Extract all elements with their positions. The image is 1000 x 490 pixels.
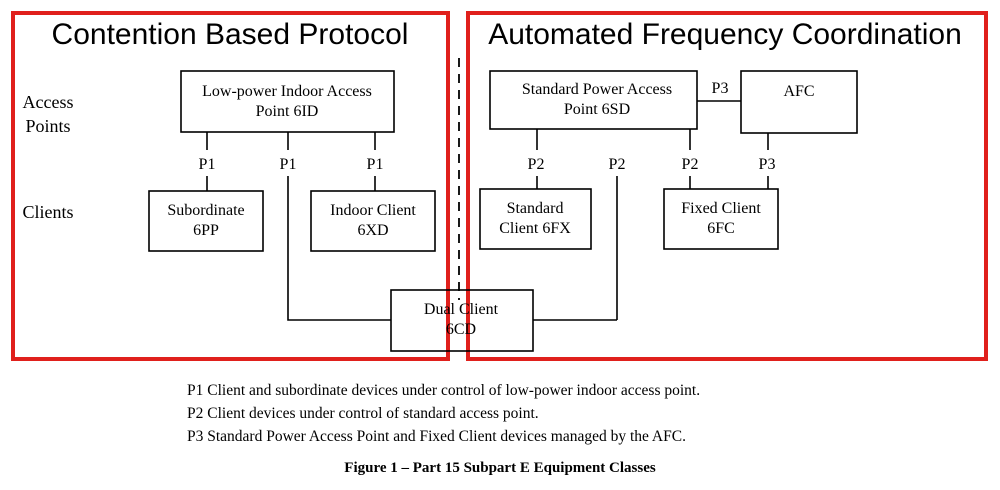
afc-node: AFC [740,70,858,134]
legend-p3: P3 Standard Power Access Point and Fixed… [187,428,686,445]
dual-client-label-line1: Dual Client [424,301,499,318]
standard-ap-label-line1: Standard Power Access [522,81,672,98]
fixed-client-label-line1: Fixed Client [681,200,761,217]
clients-label: Clients [22,202,73,222]
dual-client-label-line2: 6CD [446,321,476,338]
link-label-p1-indoor: P1 [367,156,384,173]
low-power-ap-label-line1: Low-power Indoor Access [202,83,372,100]
link-label-p2-fixed: P2 [682,156,699,173]
dual-client-node: Dual Client 6CD [390,289,534,352]
standard-client-node: Standard Client 6FX [479,188,592,250]
fixed-client-label-line2: 6FC [707,220,735,237]
link-label-p3-fixed: P3 [759,156,776,173]
access-points-label-line1: Access [23,92,74,112]
access-points-label-line2: Points [25,116,70,136]
afc-region [466,11,988,361]
link-label-p1-subordinate: P1 [199,156,216,173]
indoor-client-node: Indoor Client 6XD [310,190,436,252]
contention-based-title: Contention Based Protocol [52,18,409,51]
contention-based-region [11,11,450,361]
afc-title: Automated Frequency Coordination [488,18,962,51]
subordinate-label-line2: 6PP [193,222,219,239]
fixed-client-node: Fixed Client 6FC [663,188,779,250]
link-label-p2-standard: P2 [528,156,545,173]
figure-caption: Figure 1 – Part 15 Subpart E Equipment C… [344,460,656,476]
link-label-p1-dual: P1 [280,156,297,173]
low-power-indoor-ap-node: Low-power Indoor Access Point 6ID [180,70,395,133]
afc-label: AFC [783,83,814,100]
subordinate-node: Subordinate 6PP [148,190,264,252]
standard-client-label-line1: Standard [507,200,564,217]
indoor-client-label-line2: 6XD [357,222,388,239]
standard-power-ap-node: Standard Power Access Point 6SD [489,70,698,130]
standard-ap-label-line2: Point 6SD [564,101,630,118]
connector-lines [206,100,769,321]
link-label-p3-afc: P3 [712,80,729,97]
legend-p1: P1 Client and subordinate devices under … [187,382,700,399]
legend-p2: P2 Client devices under control of stand… [187,405,539,422]
link-label-p2-dual: P2 [609,156,626,173]
standard-client-label-line2: Client 6FX [499,220,571,237]
subordinate-label-line1: Subordinate [167,202,244,219]
low-power-ap-label-line2: Point 6ID [256,103,319,120]
indoor-client-label-line1: Indoor Client [330,202,416,219]
